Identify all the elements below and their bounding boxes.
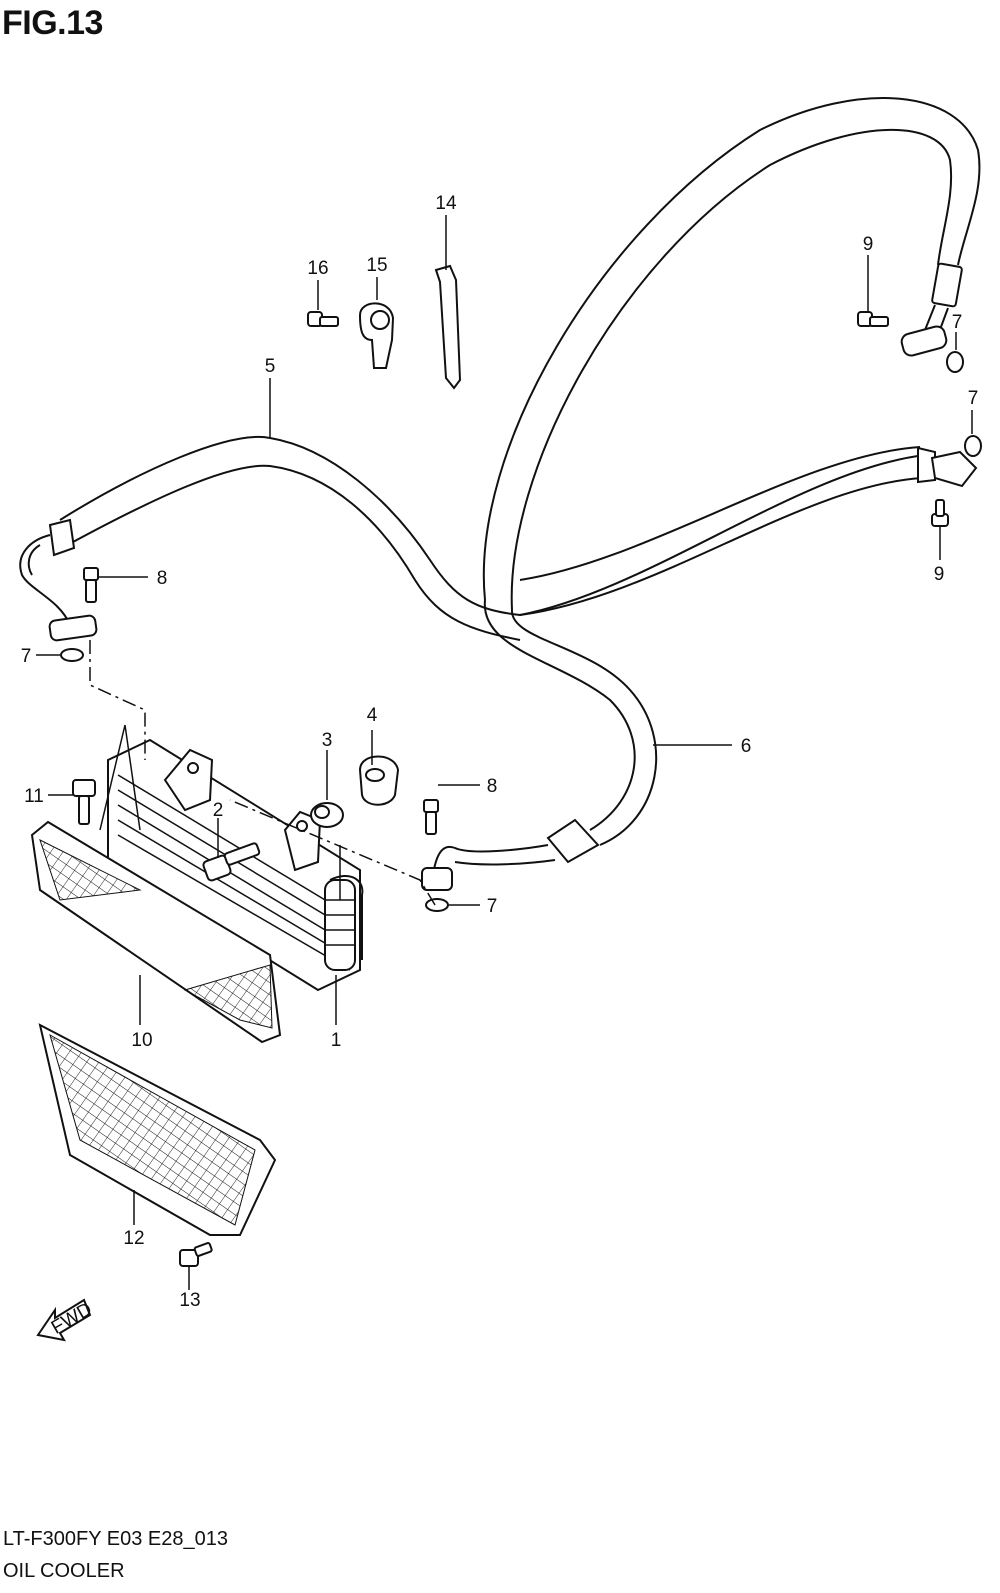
callout-9-bottom: 9	[934, 564, 945, 585]
bolt-8-right	[423, 799, 439, 835]
figure-title: FIG.13	[2, 4, 103, 42]
callout-3: 3	[322, 730, 333, 751]
callout-2: 2	[213, 800, 224, 821]
callout-16: 16	[307, 258, 328, 279]
callout-7-top-right: 7	[952, 312, 963, 333]
callout-8-right: 8	[487, 776, 498, 797]
oil-hose-5	[19, 436, 978, 642]
model-code: LT-F300FY E03 E28_013	[3, 1528, 228, 1550]
callout-4: 4	[367, 705, 378, 726]
fwd-label: FWD	[48, 1299, 96, 1339]
callout-1: 1	[331, 1030, 342, 1051]
callout-7-right: 7	[968, 388, 979, 409]
callout-15: 15	[366, 255, 387, 276]
bolt-11	[72, 779, 96, 825]
bolt-16	[307, 311, 339, 327]
cable-tie-14	[434, 264, 462, 390]
callout-5: 5	[265, 356, 276, 377]
leader-lines	[36, 215, 973, 1290]
bolt-13	[179, 1242, 213, 1267]
callout-8-left: 8	[157, 568, 168, 589]
callout-12: 12	[123, 1228, 144, 1249]
callout-labels: 1 2 3 4 5 6 7 7 7 7 8 8 9 9 10 11 12 13 …	[21, 193, 979, 1311]
collar-3	[310, 802, 344, 828]
clamp-15	[358, 302, 395, 369]
callout-10: 10	[131, 1030, 152, 1051]
callout-9-top: 9	[863, 234, 874, 255]
bolt-9-top	[857, 311, 889, 327]
callout-6: 6	[741, 736, 752, 757]
oil-hose-6	[421, 97, 981, 891]
callout-7-left: 7	[21, 646, 32, 667]
bolt-8-left	[83, 567, 99, 603]
callout-14: 14	[435, 193, 457, 214]
cushion-4	[358, 755, 400, 806]
bolt-9-bottom	[931, 499, 949, 527]
callout-11: 11	[24, 786, 44, 807]
section-title: OIL COOLER	[3, 1560, 125, 1582]
o-rings-7	[60, 351, 982, 912]
front-guard-10	[30, 820, 282, 1044]
mesh-guard-12	[38, 1023, 277, 1236]
callout-7-lower: 7	[487, 896, 498, 917]
callout-13: 13	[179, 1290, 200, 1311]
oil-cooler-core	[107, 738, 364, 992]
forward-direction-arrow: FWD	[36, 1298, 96, 1342]
bolt-2	[202, 842, 261, 882]
